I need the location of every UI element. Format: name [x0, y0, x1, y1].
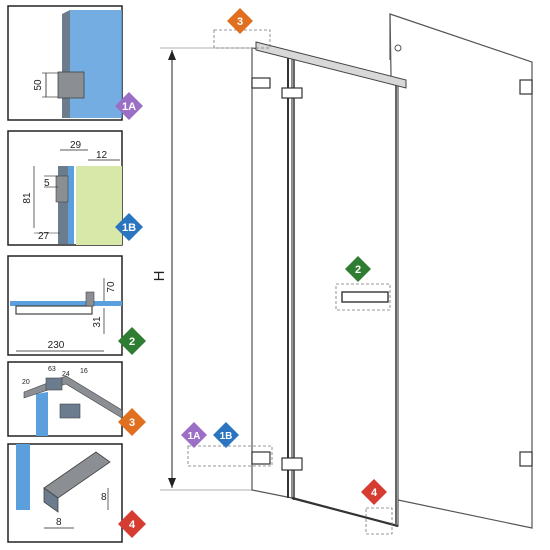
- height-label: H: [151, 271, 168, 282]
- badge-label: 1A: [188, 431, 201, 442]
- glass-section: [10, 301, 122, 306]
- badge-label: 1B: [122, 222, 136, 234]
- detail-panel-1a: 50 1A: [7, 5, 143, 121]
- hinge: [251, 77, 271, 89]
- badge-label: 3: [237, 16, 243, 28]
- badge-1a: [181, 422, 207, 448]
- wall-section: [76, 166, 122, 245]
- fixed-panel: [251, 47, 293, 499]
- callout-box: [365, 507, 393, 535]
- badge-label: 3: [129, 417, 135, 429]
- dim-label: 81: [22, 192, 33, 204]
- dim-label: 31: [92, 316, 103, 328]
- badge-label: 2: [355, 264, 361, 276]
- badge-4: [361, 479, 387, 505]
- badge-label: 4: [129, 519, 136, 531]
- badge-2: [118, 327, 146, 355]
- callout-box: [187, 445, 273, 467]
- badge-2: [345, 256, 371, 282]
- badge-label: 4: [371, 487, 378, 499]
- badge-1a: [115, 92, 143, 120]
- glass-section: [36, 392, 48, 436]
- stabilizer-bar: [255, 41, 407, 89]
- detail-panel-2: 70 31 230 2: [7, 255, 146, 356]
- dim-label: 5: [44, 178, 50, 189]
- badge-label: 1B: [220, 431, 233, 442]
- handle-profile: [15, 305, 93, 315]
- side-panel: [389, 13, 533, 529]
- glass-edge: [62, 10, 70, 118]
- profile-end: [43, 487, 59, 513]
- badge-1b: [115, 213, 143, 241]
- glass-section: [68, 166, 74, 244]
- dim-label: 230: [48, 340, 65, 351]
- glass-section: [16, 444, 30, 510]
- hinge: [281, 457, 303, 471]
- door-handle: [341, 291, 389, 303]
- badge-label: 1A: [122, 101, 136, 113]
- hinge: [281, 87, 303, 99]
- detail-panel-1b: 29 12 5 81 27 1B: [7, 130, 143, 246]
- dim-label: 24: [62, 371, 70, 378]
- dim-label: 50: [33, 79, 44, 91]
- badge-3: [227, 8, 253, 34]
- dim-label: 29: [70, 140, 82, 151]
- wall-bracket: [519, 79, 533, 95]
- badge-label: 2: [129, 336, 135, 348]
- badge-3: [118, 408, 146, 436]
- glass-pane: [70, 10, 122, 118]
- dim-label: 63: [48, 366, 56, 373]
- detail-panel-4: 8 8 4: [7, 443, 146, 543]
- badge-4: [118, 510, 146, 538]
- badge-1b: [213, 422, 239, 448]
- wall-bracket: [519, 451, 533, 467]
- main-enclosure: H 3 2 1A: [151, 8, 533, 535]
- profile: [58, 166, 68, 244]
- dim-label: 8: [101, 492, 107, 503]
- dim-label: 16: [80, 368, 88, 375]
- dim-label: 70: [106, 281, 117, 293]
- dim-label: 20: [22, 379, 30, 386]
- dim-label: 12: [96, 150, 108, 161]
- dim-label: 8: [56, 517, 62, 528]
- detail-panel-3: 63 20 24 16 3: [7, 361, 146, 437]
- hinge: [251, 451, 271, 465]
- dim-label: 27: [38, 231, 50, 242]
- hinge-bracket: [57, 71, 85, 99]
- door-panel: [291, 53, 399, 527]
